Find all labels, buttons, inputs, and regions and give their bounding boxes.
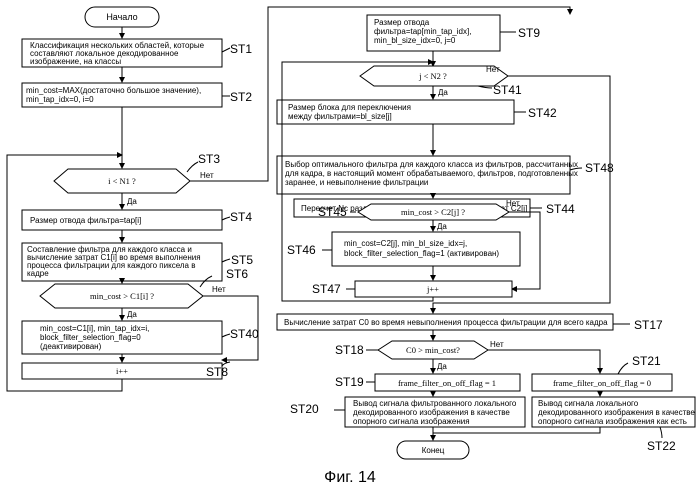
- st46-label: ST46: [287, 243, 316, 257]
- figure-caption: Фиг. 14: [324, 469, 376, 486]
- st17-label: ST17: [634, 318, 663, 332]
- st3-yes: Да: [127, 197, 137, 206]
- st18-label: ST18: [335, 343, 364, 357]
- st21-label: ST21: [632, 354, 661, 368]
- st6-no: Нет: [212, 285, 226, 294]
- st48-label: ST48: [585, 161, 614, 175]
- st5-label: ST5: [231, 253, 253, 267]
- st45-text: min_cost > C2[j] ?: [401, 207, 465, 217]
- st45-yes: Да: [437, 222, 447, 231]
- st3-no: Нет: [200, 171, 214, 180]
- st8-label: ST8: [206, 365, 228, 379]
- st47-label: ST47: [312, 282, 341, 296]
- end-label: Конец: [422, 446, 445, 455]
- st22-label: ST22: [647, 439, 676, 453]
- st41-text: j < N2 ?: [418, 71, 447, 81]
- st19-text: frame_filter_on_off_flag = 1: [398, 378, 496, 388]
- st17-text: Вычисление затрат C0 во время невыполнен…: [284, 318, 608, 327]
- st3-text: i < N1 ?: [108, 176, 136, 186]
- st18-yes: Да: [437, 362, 447, 371]
- st4-label: ST4: [230, 210, 252, 224]
- st18-no: Нет: [490, 340, 504, 349]
- st6-yes: Да: [127, 310, 137, 319]
- st45-no: Нет: [506, 199, 520, 208]
- st20-label: ST20: [290, 402, 319, 416]
- start-label: Начало: [106, 12, 137, 22]
- st45-label: ST45: [318, 205, 347, 219]
- st6-label: ST6: [226, 267, 248, 281]
- st47-text: j++: [426, 284, 439, 294]
- st3-label: ST3: [198, 152, 220, 166]
- st42-label: ST42: [528, 106, 557, 120]
- st21-text: frame_filter_on_off_flag = 0: [553, 378, 651, 388]
- st41-no: Нет: [486, 65, 500, 74]
- st9-label: ST9: [518, 26, 540, 40]
- st1-label: ST1: [230, 42, 252, 56]
- st44-label: ST44: [546, 202, 575, 216]
- st19-label: ST19: [335, 375, 364, 389]
- st2-label: ST2: [230, 90, 252, 104]
- st4-text: Размер отвода фильтра=tap[i]: [30, 216, 141, 225]
- st18-text: C0 > min_cost?: [406, 345, 460, 355]
- st41-yes: Да: [438, 88, 448, 97]
- st8-text: i++: [116, 366, 128, 376]
- st40-label: ST40: [230, 327, 259, 341]
- st6-text: min_cost > C1[i] ?: [90, 291, 154, 301]
- st41-label: ST41: [493, 83, 522, 97]
